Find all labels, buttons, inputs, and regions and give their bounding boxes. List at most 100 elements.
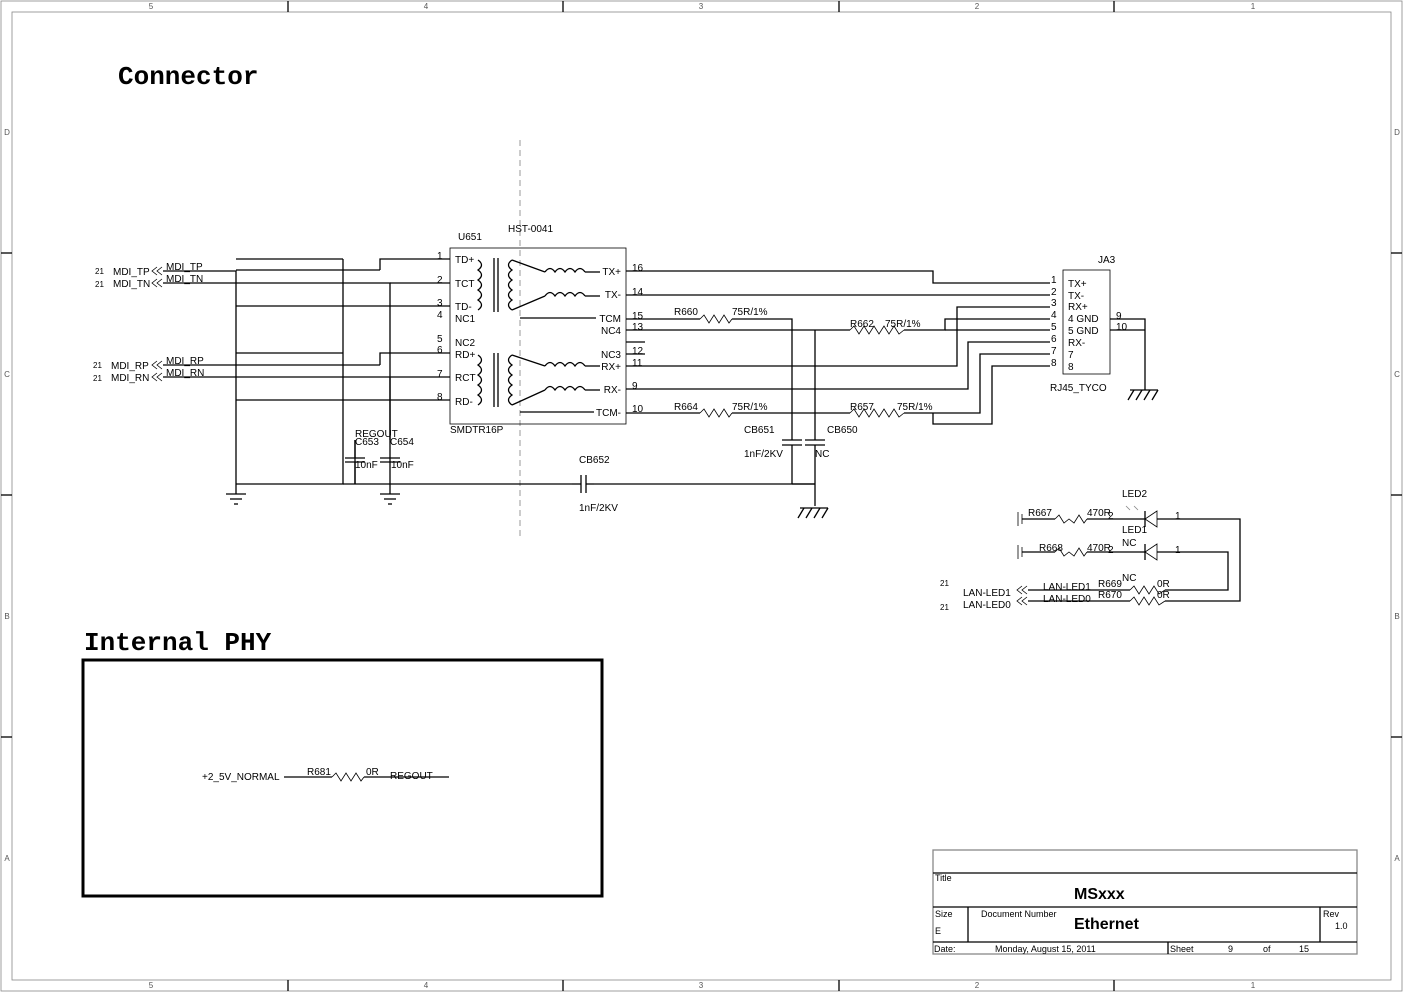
cap-value-c653: 10nF bbox=[355, 460, 378, 471]
port-mdi-rn: MDI_RN bbox=[111, 373, 149, 384]
docnum-label: Document Number bbox=[981, 909, 1057, 919]
pin-name: TD+ bbox=[455, 255, 474, 266]
pin-name: TCM- bbox=[596, 408, 621, 419]
svg-text:4: 4 bbox=[1051, 310, 1057, 321]
ground-symbol bbox=[226, 488, 246, 505]
wire-label-mdi-rn: MDI_RN bbox=[166, 368, 204, 379]
capacitor-cb652 bbox=[572, 475, 594, 493]
pin-num: 10 bbox=[632, 404, 644, 415]
pin-num: 3 bbox=[437, 298, 443, 309]
svg-text:TX+: TX+ bbox=[1068, 279, 1087, 290]
border-col-bottom-3: 3 bbox=[699, 981, 704, 990]
transformer-ref: U651 bbox=[458, 232, 482, 243]
port-lan-led0: LAN-LED0 bbox=[963, 600, 1011, 611]
capacitor-cb650 bbox=[805, 439, 825, 455]
transformer-coils bbox=[476, 258, 600, 413]
border-col-bottom-5: 1 bbox=[1251, 981, 1256, 990]
pin-name: TCM bbox=[599, 314, 621, 325]
pin-num: 6 bbox=[437, 345, 443, 356]
wire-label-lan-led1: LAN-LED1 bbox=[1043, 582, 1091, 593]
svg-text:6: 6 bbox=[1051, 334, 1057, 345]
pin-num: 16 bbox=[632, 263, 644, 274]
border-row-right-2: C bbox=[1394, 370, 1400, 379]
svg-text:3: 3 bbox=[1051, 298, 1057, 309]
port-mdi-tn: MDI_TN bbox=[113, 279, 150, 290]
resistor-ref-r664: R664 bbox=[674, 402, 698, 413]
svg-text:4 GND: 4 GND bbox=[1068, 314, 1099, 325]
resistor-nc-r669: NC bbox=[1122, 573, 1136, 584]
left-wiring bbox=[163, 258, 815, 488]
led-diode-led2 bbox=[1125, 505, 1158, 528]
wire-label-mdi-rp: MDI_RP bbox=[166, 356, 204, 367]
inner-border bbox=[11, 11, 1392, 981]
pin-name: RCT bbox=[455, 373, 476, 384]
svg-text:10: 10 bbox=[1116, 322, 1128, 333]
led-pin-led2: 1 bbox=[1175, 511, 1181, 522]
rj45-ref: JA3 bbox=[1098, 255, 1116, 266]
resistor-ref-r669: R669 bbox=[1098, 579, 1122, 590]
led-ref-led2: LED2 bbox=[1122, 489, 1147, 500]
chassis-ground-symbol bbox=[797, 507, 829, 519]
cap-value-cb652: 1nF/2KV bbox=[579, 503, 618, 514]
pin-name: NC2 bbox=[455, 338, 475, 349]
resistor-pin-r668: 2 bbox=[1108, 545, 1114, 556]
port-mdi-tp: MDI_TP bbox=[113, 267, 150, 278]
cap-ref-cb651: CB651 bbox=[744, 425, 775, 436]
border-row-right-4: A bbox=[1394, 854, 1400, 863]
pin-name: RD+ bbox=[455, 350, 475, 361]
border-col-top-5: 1 bbox=[1251, 2, 1256, 11]
border-col-bottom-2: 4 bbox=[424, 981, 429, 990]
pin-num: 12 bbox=[632, 346, 644, 357]
border-col-top-4: 2 bbox=[975, 2, 980, 11]
size-value: E bbox=[935, 926, 941, 936]
pin-name: TCT bbox=[455, 279, 474, 290]
rj45-part: RJ45_TYCO bbox=[1050, 383, 1107, 394]
resistor-ref-r681: R681 bbox=[307, 767, 331, 778]
transformer-part: HST-0041 bbox=[508, 224, 553, 235]
port-sheet-mdi-rn: 21 bbox=[93, 374, 102, 383]
pin-name: NC1 bbox=[455, 314, 475, 325]
led-port-arrows bbox=[1016, 585, 1028, 606]
pin-name: TX+ bbox=[602, 267, 621, 278]
svg-text:8: 8 bbox=[1051, 358, 1057, 369]
transformer-left-pins: 1 TD+ 2 TCT 3 TD- 4 NC1 5 NC2 6 RD+ 7 RC… bbox=[437, 251, 476, 408]
wire-label-mdi-tn: MDI_TN bbox=[166, 274, 203, 285]
cap-ref-cb650: CB650 bbox=[827, 425, 858, 436]
capacitor-cb651 bbox=[782, 439, 802, 455]
port-sheet-lan-led0: 21 bbox=[940, 603, 949, 612]
resistor-value-r670: 0R bbox=[1157, 590, 1170, 601]
capacitor-c654 bbox=[380, 457, 400, 463]
resistor-ref-r660: R660 bbox=[674, 307, 698, 318]
section-title-connector: Connector bbox=[118, 62, 258, 92]
svg-text:7: 7 bbox=[1068, 350, 1074, 361]
port-sheet-lan-led1: 21 bbox=[940, 579, 949, 588]
pin-num: 5 bbox=[437, 334, 443, 345]
pin-name: RX- bbox=[604, 385, 621, 396]
port-mdi-rp: MDI_RP bbox=[111, 361, 149, 372]
resistor-value-r668: 470R bbox=[1087, 543, 1111, 554]
pin-num: 13 bbox=[632, 322, 644, 333]
resistor-ref-r657: R657 bbox=[850, 402, 874, 413]
border-row-left-1: D bbox=[4, 128, 10, 137]
title-label: Title bbox=[935, 873, 952, 883]
resistor-r662 bbox=[849, 325, 905, 335]
pin-num: 11 bbox=[632, 358, 643, 369]
pin-name: RD- bbox=[455, 397, 473, 408]
pin-num: 9 bbox=[632, 381, 638, 392]
resistor-value-r669: 0R bbox=[1157, 579, 1170, 590]
resistor-value-r664: 75R/1% bbox=[732, 402, 768, 413]
border-row-left-3: B bbox=[4, 612, 9, 621]
cap-value-cb650: NC bbox=[815, 449, 829, 460]
pin-num: 1 bbox=[437, 251, 443, 262]
svg-text:8: 8 bbox=[1068, 362, 1074, 373]
phy-output-net: REGOUT bbox=[390, 771, 433, 782]
resistor-r681 bbox=[331, 772, 365, 782]
pin-name: TX- bbox=[605, 290, 621, 301]
led-pin-led1: 1 bbox=[1175, 545, 1181, 556]
wire-label-lan-led0: LAN-LED0 bbox=[1043, 594, 1091, 605]
border-row-right-1: D bbox=[1394, 128, 1400, 137]
sheet-total: 15 bbox=[1299, 944, 1309, 954]
border-row-left-4: A bbox=[4, 854, 10, 863]
